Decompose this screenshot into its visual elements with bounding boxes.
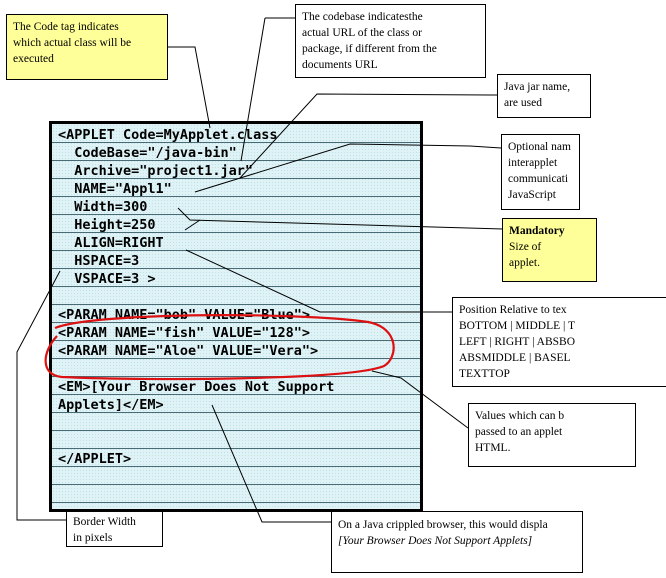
note-line: The codebase indicatesthe <box>302 11 423 23</box>
code-listing: <APPLET Code=MyApplet.class CodeBase="/j… <box>49 121 423 512</box>
code-line-12: <PARAM NAME="fish" VALUE="128"> <box>58 325 310 341</box>
note-values: Values which can b passed to an applet H… <box>468 403 636 467</box>
code-line-9: VSPACE=3 > <box>58 271 156 287</box>
code-line-8: HSPACE=3 <box>58 253 140 269</box>
note-crippled-browser: On a Java crippled browser, this would d… <box>331 511 583 573</box>
note-line: passed to an applet <box>475 426 563 438</box>
note-jar: Java jar name, are used <box>497 74 591 118</box>
note-line: Values which can b <box>475 410 565 422</box>
note-mandatory: Mandatory Size of applet. <box>502 218 597 282</box>
code-line-16: Applets]</EM> <box>58 397 164 413</box>
note-line: documents URL <box>302 59 378 71</box>
note-position: Position Relative to tex BOTTOM | MIDDLE… <box>452 297 666 387</box>
note-line: Position Relative to tex <box>459 304 567 316</box>
note-line: communicati <box>508 173 569 185</box>
code-line-2: CodeBase="/java-bin" <box>58 145 237 161</box>
note-optional-name: Optional nam interapplet communicati Jav… <box>501 134 580 210</box>
code-line-13: <PARAM NAME="Aloe" VALUE="Vera"> <box>58 343 319 359</box>
note-line: ABSMIDDLE | BASEL <box>459 352 571 364</box>
note-line: which actual class will be <box>13 37 132 49</box>
code-line-15: <EM>[Your Browser Does Not Support <box>58 379 335 395</box>
note-line: LEFT | RIGHT | ABSBO <box>459 336 576 348</box>
note-line: executed <box>13 53 54 65</box>
note-code-tag: The Code tag indicates which actual clas… <box>6 14 168 80</box>
note-line: interapplet <box>508 157 558 169</box>
note-line: TEXTTOP <box>459 368 510 380</box>
note-line: in pixels <box>73 532 113 544</box>
connector-code-tag <box>168 46 211 129</box>
code-line-7: ALIGN=RIGHT <box>58 235 164 251</box>
note-line: JavaScript <box>508 189 556 201</box>
code-line-1: <APPLET Code=MyApplet.class <box>58 127 278 143</box>
note-border: Border Width in pixels <box>66 509 163 547</box>
note-line: Border Width <box>73 516 136 528</box>
code-line-11: <PARAM NAME="bob" VALUE="Blue"> <box>58 307 310 323</box>
note-line: package, if different from the <box>302 43 437 55</box>
note-line: Size of <box>509 241 542 253</box>
code-line-5: Width=300 <box>58 199 148 215</box>
note-line: actual URL of the class or <box>302 27 422 39</box>
code-line-4: NAME="Appl1" <box>58 181 172 197</box>
note-line: Java jar name, <box>504 81 571 93</box>
note-line: Optional nam <box>508 141 571 153</box>
note-line: Mandatory <box>509 225 565 237</box>
code-line-3: Archive="project1.jar" <box>58 163 254 179</box>
note-codebase: The codebase indicatesthe actual URL of … <box>295 4 486 78</box>
note-line: [Your Browser Does Not Support Applets] <box>338 535 533 547</box>
code-line-6: Height=250 <box>58 217 156 233</box>
note-line: On a Java crippled browser, this would d… <box>338 519 548 531</box>
note-line: are used <box>504 97 542 109</box>
note-line: BOTTOM | MIDDLE | T <box>459 320 575 332</box>
note-line: HTML. <box>475 442 511 454</box>
note-line: The Code tag indicates <box>13 21 119 33</box>
note-line: applet. <box>509 257 540 269</box>
code-line-19: </APPLET> <box>58 451 132 467</box>
